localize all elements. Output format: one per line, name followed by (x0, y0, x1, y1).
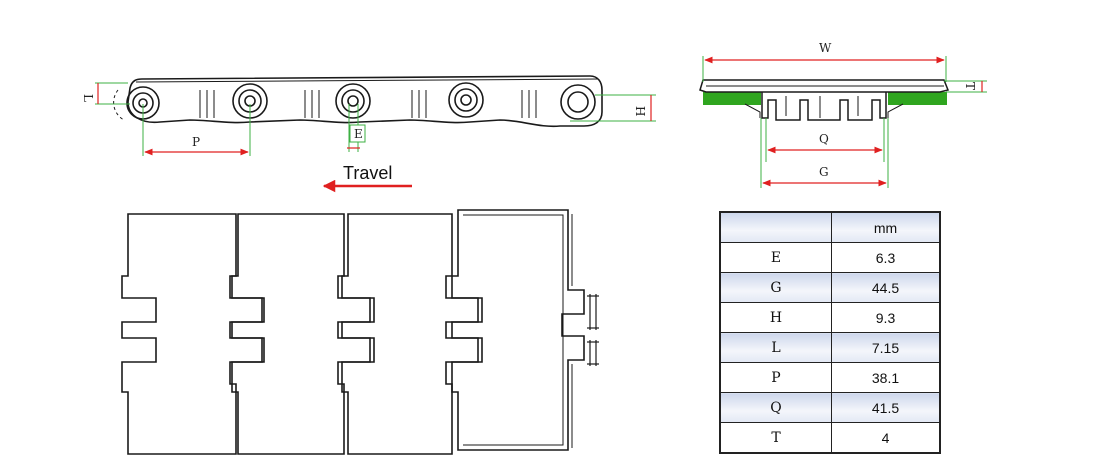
hinge-body (761, 92, 887, 121)
top-view (121, 209, 599, 455)
side-view (113, 75, 603, 128)
guide-right (887, 103, 904, 118)
row-value: 9.3 (831, 302, 941, 333)
top-plate (699, 79, 950, 93)
table-row: H 9.3 (719, 302, 941, 333)
row-key: P (719, 362, 832, 393)
roller-3 (335, 83, 371, 119)
dim-p-label: P (192, 135, 200, 149)
chain-body-outline (127, 75, 603, 128)
row-key: G (719, 272, 832, 303)
table-row: T 4 (719, 422, 941, 454)
table-row: Q 41.5 (719, 392, 941, 423)
table-header-row: mm (719, 211, 941, 243)
guide-left (744, 103, 761, 118)
side-view-dimensions: L P E H (81, 82, 656, 156)
row-value: 4 (831, 422, 941, 454)
dim-t-label: T (963, 82, 977, 90)
row-key: L (719, 332, 832, 363)
row-key: Q (719, 392, 832, 423)
row-value: 6.3 (831, 242, 941, 273)
row-key: T (719, 422, 832, 454)
row-key: E (719, 242, 832, 273)
table-row: E 6.3 (719, 242, 941, 273)
plate-4 (451, 209, 585, 451)
table-row: G 44.5 (719, 272, 941, 303)
wear-strip-right (888, 92, 947, 105)
plate-4-inner (463, 214, 564, 446)
pin-ends (587, 294, 599, 366)
table-row: P 38.1 (719, 362, 941, 393)
header-unit-cell: mm (831, 211, 941, 243)
dim-e-box (349, 124, 366, 143)
wear-strip-left (703, 92, 761, 105)
dim-l-label: L (81, 94, 95, 102)
row-value: 44.5 (831, 272, 941, 303)
hinge-ribs (113, 89, 537, 121)
dim-g-label: G (819, 165, 829, 179)
row-value: 7.15 (831, 332, 941, 363)
spec-table: mm E 6.3 G 44.5 H 9.3 L 7.15 P 38.1 Q 41… (719, 211, 941, 454)
end-view (699, 79, 950, 121)
end-view-dimensions: W T Q G (702, 41, 987, 188)
plate-2 (231, 213, 371, 455)
row-value: 38.1 (831, 362, 941, 393)
header-key-cell (719, 211, 832, 243)
dim-w-label: W (819, 41, 832, 55)
chain-top-edge (135, 78, 599, 83)
row-key: H (719, 302, 832, 333)
roller-4 (448, 82, 484, 118)
row-value: 41.5 (831, 392, 941, 423)
table-row: L 7.15 (719, 332, 941, 363)
dim-e-label: E (354, 127, 363, 141)
dim-h-label: H (633, 106, 647, 116)
hinge-detail (785, 96, 859, 118)
plate-1 (121, 213, 263, 455)
roller-5 (560, 84, 596, 120)
dim-q-label: Q (819, 132, 829, 146)
travel-label: Travel (343, 163, 392, 183)
